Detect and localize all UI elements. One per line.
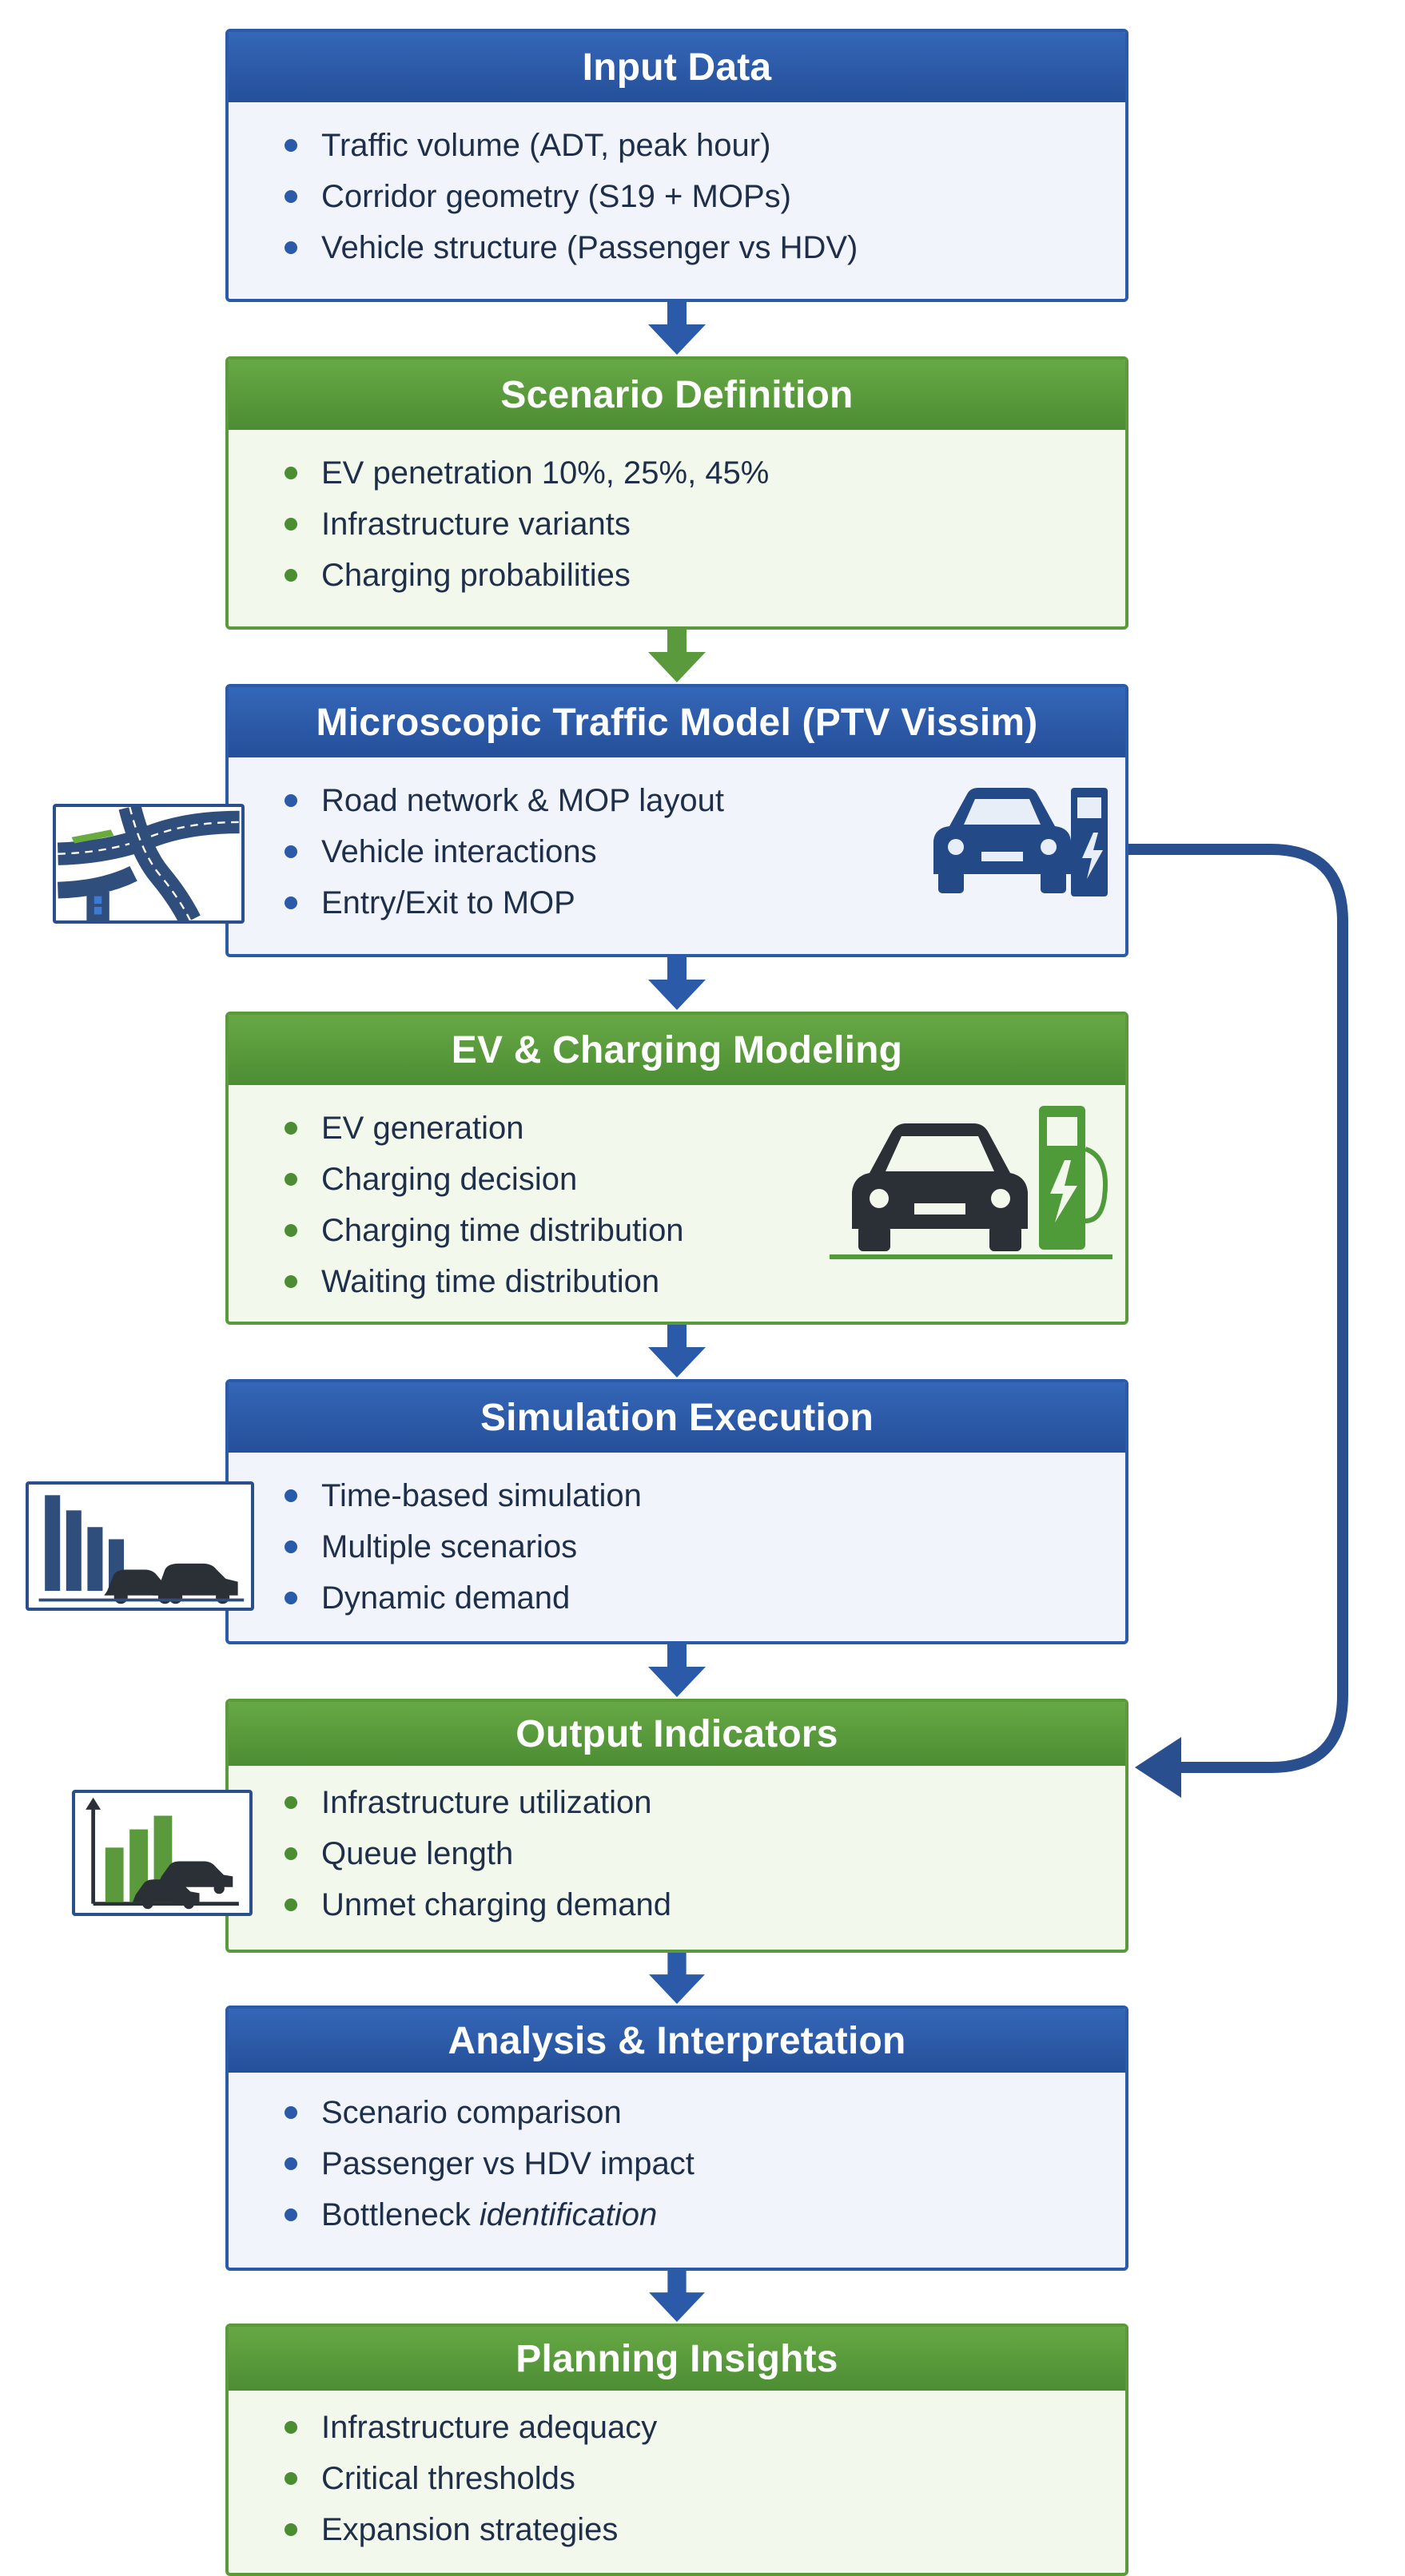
simulation-execution-block: Simulation Execution Time-based simulati… (225, 1379, 1128, 1644)
bullet-list: EV penetration 10%, 25%, 45% Infrastruct… (229, 430, 1125, 601)
growth-bar-chart-with-cars-icon (72, 1790, 253, 1916)
list-item: Bottleneck identification (281, 2189, 1125, 2240)
list-item: Waiting time distribution (281, 1256, 1125, 1307)
list-item: Infrastructure adequacy (281, 2402, 1125, 2453)
block-title: Scenario Definition (229, 360, 1125, 430)
down-arrow-icon (645, 957, 709, 1012)
bullet-list: Infrastructure adequacy Critical thresho… (229, 2391, 1125, 2555)
list-item: Corridor geometry (S19 + MOPs) (281, 171, 1125, 222)
list-item: Charging decision (281, 1154, 1125, 1205)
list-item: Expansion strategies (281, 2504, 1125, 2555)
list-item: Multiple scenarios (281, 1521, 1125, 1572)
analysis-interpretation-block: Analysis & Interpretation Scenario compa… (225, 2006, 1128, 2271)
list-item: Vehicle interactions (281, 826, 1125, 877)
bullet-list: Time-based simulation Multiple scenarios… (229, 1453, 1125, 1624)
list-item: Charging time distribution (281, 1205, 1125, 1256)
road-network-icon (53, 804, 245, 924)
bullet-list: EV generation Charging decision Charging… (229, 1085, 1125, 1307)
list-item: Charging probabilities (281, 550, 1125, 601)
list-item: Queue length (281, 1828, 1125, 1879)
bullet-list: Scenario comparison Passenger vs HDV imp… (229, 2073, 1125, 2240)
down-arrow-icon (645, 1644, 709, 1699)
list-item: EV generation (281, 1103, 1125, 1154)
block-title: Analysis & Interpretation (229, 2009, 1125, 2073)
block-title: Planning Insights (229, 2327, 1125, 2391)
bullet-list: Infrastructure utilization Queue length … (229, 1766, 1125, 1930)
block-title: Simulation Execution (229, 1382, 1125, 1453)
down-arrow-icon (645, 2271, 709, 2324)
block-title: Microscopic Traffic Model (PTV Vissim) (229, 687, 1125, 757)
input-data-block: Input Data Traffic volume (ADT, peak hou… (225, 29, 1128, 302)
down-arrow-icon (645, 1953, 709, 2006)
bullet-list: Road network & MOP layout Vehicle intera… (229, 757, 1125, 928)
list-item: Road network & MOP layout (281, 775, 1125, 826)
down-arrow-icon (645, 302, 709, 356)
block-title: Input Data (229, 32, 1125, 102)
list-item: Passenger vs HDV impact (281, 2138, 1125, 2189)
down-arrow-icon (645, 630, 709, 684)
scenario-definition-block: Scenario Definition EV penetration 10%, … (225, 356, 1128, 630)
planning-insights-block: Planning Insights Infrastructure adequac… (225, 2324, 1128, 2576)
block-title: EV & Charging Modeling (229, 1015, 1125, 1085)
down-arrow-icon (645, 1325, 709, 1379)
list-item: Infrastructure utilization (281, 1777, 1125, 1828)
block-title: Output Indicators (229, 1702, 1125, 1766)
ev-charging-station-icon (830, 1101, 1112, 1266)
list-item: Time-based simulation (281, 1470, 1125, 1521)
list-item: Infrastructure variants (281, 499, 1125, 550)
list-item: Entry/Exit to MOP (281, 877, 1125, 928)
list-item: Scenario comparison (281, 2087, 1125, 2138)
list-item: EV penetration 10%, 25%, 45% (281, 447, 1125, 499)
list-item: Dynamic demand (281, 1572, 1125, 1624)
ev-charging-station-icon (925, 780, 1112, 900)
list-item: Unmet charging demand (281, 1879, 1125, 1930)
output-indicators-block: Output Indicators Infrastructure utiliza… (225, 1699, 1128, 1953)
bullet-list: Traffic volume (ADT, peak hour) Corridor… (229, 102, 1125, 273)
list-item: Vehicle structure (Passenger vs HDV) (281, 222, 1125, 273)
list-item: Critical thresholds (281, 2453, 1125, 2504)
item-text: Bottleneck (321, 2197, 480, 2232)
list-item: Traffic volume (ADT, peak hour) (281, 120, 1125, 171)
item-text-italic: identification (479, 2197, 658, 2232)
bar-chart-with-cars-icon (26, 1481, 254, 1611)
ev-charging-modeling-block: EV & Charging Modeling EV generation Cha… (225, 1012, 1128, 1325)
